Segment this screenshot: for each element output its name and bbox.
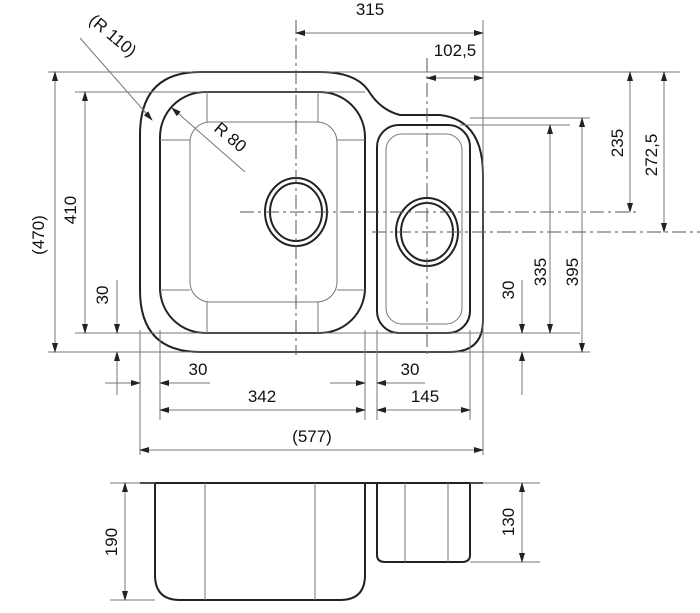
dim-145: 145 — [411, 387, 439, 406]
dim-r80: R 80 — [210, 119, 250, 157]
dim-410: 410 — [61, 196, 80, 224]
dim-315: 315 — [356, 0, 384, 19]
dim-395: 395 — [563, 258, 582, 286]
small-bowl-floor — [385, 133, 463, 325]
section-view — [110, 482, 540, 601]
dim-130: 130 — [499, 508, 518, 536]
dim-102-5: 102,5 — [434, 41, 477, 60]
dim-235: 235 — [608, 129, 627, 157]
dim-30-left-h: 30 — [189, 360, 208, 379]
dim-30-left-v: 30 — [93, 286, 112, 305]
main-bowl-floor — [189, 121, 338, 303]
sink-outline — [139, 71, 484, 353]
dim-577: (577) — [292, 427, 332, 446]
small-bowl — [376, 124, 471, 334]
dim-30-right-h: 30 — [401, 360, 420, 379]
dim-190: 190 — [102, 528, 121, 556]
dim-272-5: 272,5 — [642, 134, 661, 177]
dim-470: (470) — [29, 215, 48, 255]
dim-335: 335 — [531, 258, 550, 286]
dim-342: 342 — [248, 387, 276, 406]
dim-30-right-v: 30 — [499, 281, 518, 300]
